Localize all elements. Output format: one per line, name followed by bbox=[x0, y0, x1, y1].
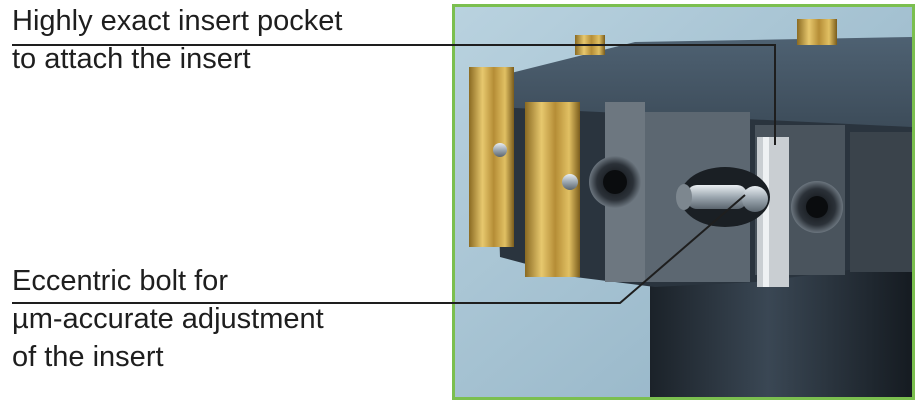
gold-insert-back bbox=[797, 19, 837, 45]
tool-photo bbox=[452, 4, 915, 400]
eccentric-bolt-callout: Eccentric bolt for µm-accurate adjustmen… bbox=[12, 262, 324, 376]
insert-pocket-line-1: Highly exact insert pocket bbox=[12, 5, 343, 37]
gold-insert-left bbox=[469, 67, 514, 247]
insert-pocket-line-2: to attach the insert bbox=[12, 43, 251, 75]
eccentric-bolt-line-2: µm-accurate adjustment bbox=[12, 303, 324, 335]
eccentric-bolt-line-1: Eccentric bolt for bbox=[12, 265, 228, 297]
milling-cutter-illustration bbox=[455, 7, 912, 397]
eccentric-bolt bbox=[687, 185, 747, 209]
eccentric-bolt-line-3: of the insert bbox=[12, 341, 164, 373]
insert-pocket-callout: Highly exact insert pocket to attach the… bbox=[12, 2, 342, 78]
